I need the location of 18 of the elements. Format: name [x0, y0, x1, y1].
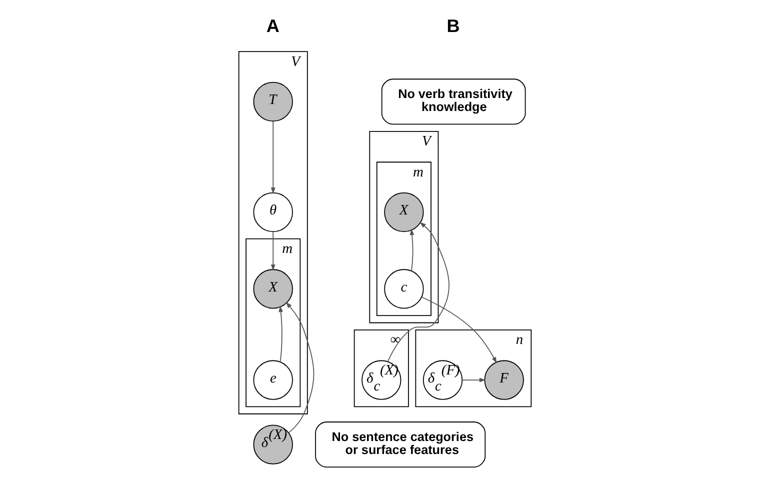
label: B	[446, 16, 460, 36]
node-circle: X	[384, 192, 424, 232]
arrow	[387, 222, 450, 362]
arrow	[286, 302, 314, 434]
node-circle: θ	[253, 192, 293, 232]
arrow	[462, 378, 486, 382]
arrow	[270, 120, 276, 194]
node-circle: e	[253, 360, 293, 400]
node-circle: F	[484, 360, 524, 400]
node-box: No verb transitivity knowledge	[381, 78, 526, 125]
node-box: No sentence categories or surface features	[315, 422, 486, 468]
arrow	[270, 231, 276, 271]
label: A	[266, 16, 280, 36]
arrow	[410, 228, 414, 272]
node-circle: T	[253, 82, 293, 122]
arrow	[421, 296, 497, 364]
arrow	[278, 306, 284, 362]
node-circle: c	[384, 269, 424, 309]
